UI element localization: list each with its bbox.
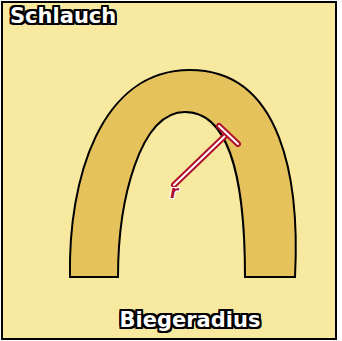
caption-text: Biegeradius — [120, 308, 261, 332]
hose-shape — [70, 70, 296, 277]
radius-label: r — [170, 182, 178, 202]
radius-marker — [174, 126, 238, 185]
title-text: Schlauch — [10, 4, 116, 28]
background-panel — [2, 2, 336, 339]
